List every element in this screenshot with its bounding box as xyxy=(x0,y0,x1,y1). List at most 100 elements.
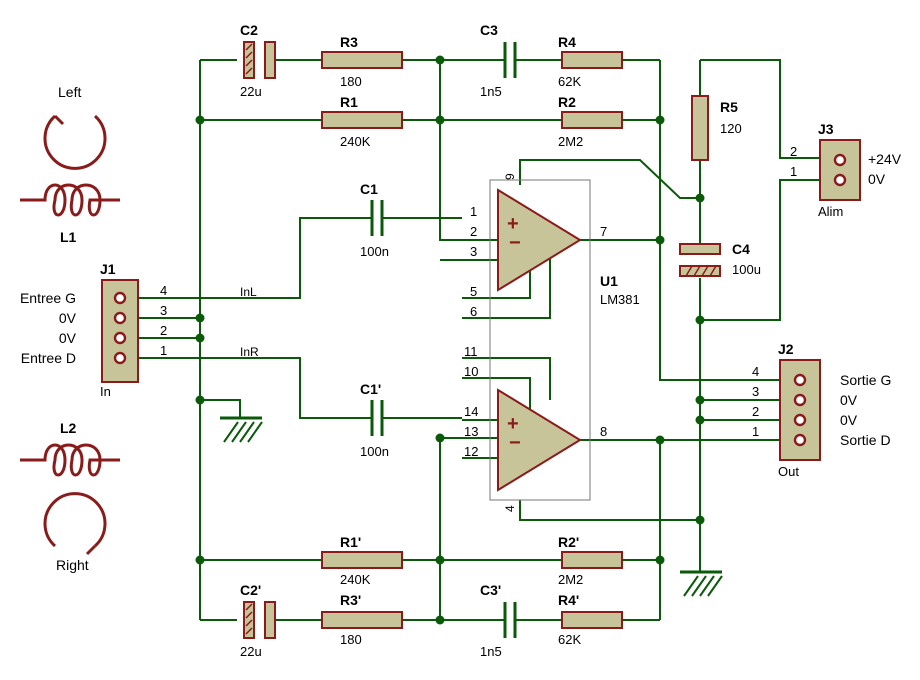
u1-pin: 14 xyxy=(464,404,478,419)
capacitor-c4: C4 100u xyxy=(679,241,761,277)
net-label-inr: InR xyxy=(240,345,259,359)
coil-winding-icon xyxy=(20,183,120,217)
c4-ref: C4 xyxy=(732,241,750,257)
u1-pin: 12 xyxy=(464,444,478,459)
u1-pin: 10 xyxy=(464,364,478,379)
wires xyxy=(132,59,820,621)
opamp-triangle-icon xyxy=(497,388,582,492)
u1-pin: 1 xyxy=(470,204,477,219)
u1-pin: 9 xyxy=(503,173,517,180)
inductor-l2: L2 Right xyxy=(20,420,120,573)
r2-value: 2M2 xyxy=(558,134,583,149)
svg-text:3: 3 xyxy=(470,244,477,259)
j1-pin-num: 2 xyxy=(160,323,167,338)
r1p-value: 240K xyxy=(340,572,371,587)
c1-ref: C1 xyxy=(360,181,378,197)
c3p-ref: C3' xyxy=(480,582,501,598)
capacitor-c2: C2 22u xyxy=(240,22,276,99)
c2-value: 22u xyxy=(240,84,262,99)
r3-ref: R3 xyxy=(340,34,358,50)
u1-pin: 7 xyxy=(600,224,607,239)
j3-ref: J3 xyxy=(818,121,834,137)
l1-name: Left xyxy=(58,84,81,100)
connector-j2: J2 Out 4 3 2 1 Sortie G 0V 0V Sortie D xyxy=(752,341,891,479)
coil-winding-icon xyxy=(20,443,120,477)
j1-ref: J1 xyxy=(100,261,116,277)
j2-pin-num: 4 xyxy=(752,364,759,379)
capacitor-c2p: C2' 22u xyxy=(240,582,276,659)
r5-value: 120 xyxy=(720,121,742,136)
u1-pin: 4 xyxy=(503,505,517,512)
coil-loop-icon xyxy=(43,114,107,170)
coil-loop-icon xyxy=(43,492,107,548)
c1-value: 100n xyxy=(360,244,389,259)
j1-pin-num: 1 xyxy=(160,343,167,358)
opamp-u1: + − + − 1 2 3 5 6 11 10 14 13 12 9 4 7 8… xyxy=(464,173,640,512)
u1-value: LM381 xyxy=(600,292,640,307)
c2p-value: 22u xyxy=(240,644,262,659)
j2-pin-num: 1 xyxy=(752,424,759,439)
resistor-r1: R1 240K xyxy=(321,94,403,149)
c3-ref: C3 xyxy=(480,22,498,38)
c1p-value: 100n xyxy=(360,444,389,459)
ground-icon xyxy=(680,570,723,597)
c3p-value: 1n5 xyxy=(480,644,502,659)
r5-ref: R5 xyxy=(720,99,738,115)
j2-sub: Out xyxy=(778,464,799,479)
capacitor-c1: C1 100n xyxy=(360,181,389,259)
resistor-r3: R3 180 xyxy=(321,34,403,89)
j1-pin-num: 4 xyxy=(160,283,167,298)
r4p-ref: R4' xyxy=(558,592,579,608)
r3-value: 180 xyxy=(340,74,362,89)
resistor-r4: R4 62K xyxy=(558,34,623,89)
r4-value: 62K xyxy=(558,74,581,89)
j3-pin-num: 2 xyxy=(790,144,797,159)
r3p-value: 180 xyxy=(340,632,362,647)
c4-value: 100u xyxy=(732,262,761,277)
svg-text:−: − xyxy=(509,432,521,454)
resistor-r4p: R4' 62K xyxy=(558,592,623,647)
r1-value: 240K xyxy=(340,134,371,149)
net-label-inl: InL xyxy=(240,285,257,299)
r2p-value: 2M2 xyxy=(558,572,583,587)
inductor-l1: Left L1 xyxy=(20,84,120,245)
u1-pin: 11 xyxy=(464,344,478,359)
u1-ref: U1 xyxy=(600,273,618,289)
r4-ref: R4 xyxy=(558,34,576,50)
svg-text:+: + xyxy=(507,413,519,435)
c2p-ref: C2' xyxy=(240,582,261,598)
r1p-ref: R1' xyxy=(340,534,361,550)
resistor-r3p: R3' 180 xyxy=(321,592,403,647)
j3-pin-label: 0V xyxy=(868,171,886,187)
ground-icon xyxy=(220,416,263,443)
connector-j1: J1 In Entree G 0V 0V Entree D 4 3 2 1 xyxy=(20,261,167,399)
u1-pin: 8 xyxy=(600,424,607,439)
j3-sub: Alim xyxy=(818,204,843,219)
l2-name: Right xyxy=(56,557,89,573)
resistor-r2p: R2' 2M2 xyxy=(558,534,623,587)
j2-ref: J2 xyxy=(778,341,794,357)
j1-sub: In xyxy=(100,384,111,399)
j3-pin-label: +24V xyxy=(868,151,902,167)
capacitor-c3p: C3' 1n5 xyxy=(480,582,517,659)
j3-pin-num: 1 xyxy=(790,164,797,179)
u1-pin: 6 xyxy=(470,304,477,319)
j2-pin-label: 0V xyxy=(840,392,858,408)
r2-ref: R2 xyxy=(558,94,576,110)
svg-text:2: 2 xyxy=(470,224,477,239)
j1-pin-label: 0V xyxy=(59,330,77,346)
c2-ref: C2 xyxy=(240,22,258,38)
u1-pin: 13 xyxy=(464,424,478,439)
j1-pin-label: 0V xyxy=(59,310,77,326)
r1-ref: R1 xyxy=(340,94,358,110)
resistor-r5: R5 120 xyxy=(691,95,742,161)
svg-text:−: − xyxy=(509,232,521,254)
l2-ref: L2 xyxy=(60,420,77,436)
j1-pin-label: Entree G xyxy=(20,290,76,306)
r4p-value: 62K xyxy=(558,632,581,647)
j2-pin-num: 2 xyxy=(752,404,759,419)
l1-ref: L1 xyxy=(60,229,77,245)
j2-pin-label: Sortie D xyxy=(840,432,891,448)
c3-value: 1n5 xyxy=(480,84,502,99)
